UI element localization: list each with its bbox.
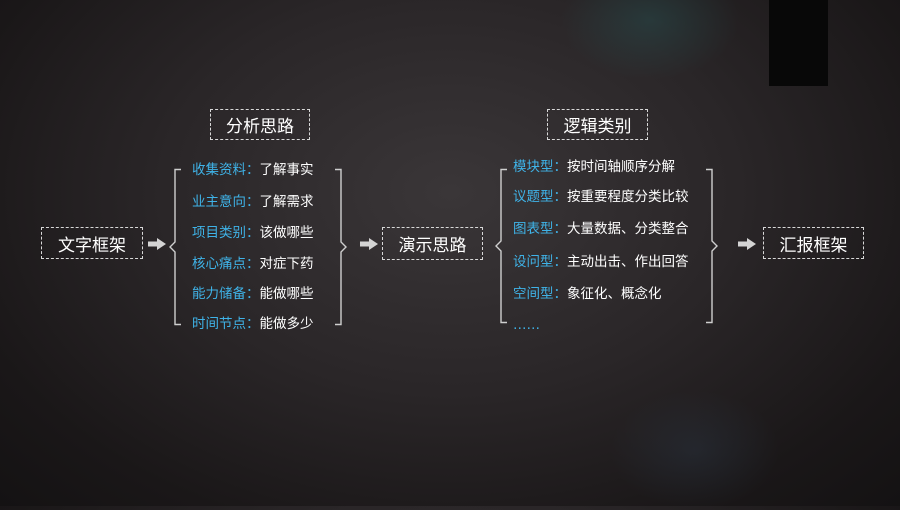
item-sep: ：: [246, 256, 260, 272]
item-value: 按时间轴顺序分解: [567, 159, 675, 175]
item-sep: ：: [553, 286, 568, 302]
list-item: 模块型：按时间轴顺序分解: [513, 158, 675, 176]
item-key: ……: [513, 317, 540, 333]
list-item: 空间型：象征化、概念化: [513, 285, 662, 303]
item-value: 了解需求: [259, 194, 314, 210]
item-key: 图表型: [513, 221, 554, 237]
item-key: 项目类别: [192, 225, 246, 241]
text-framework-box: 文字框架: [41, 227, 143, 259]
left-brace: [169, 168, 181, 326]
logic-category-title: 逻辑类别: [547, 109, 648, 140]
item-key: 设问型: [513, 254, 554, 270]
corner-block: [769, 0, 828, 86]
right-brace: [706, 168, 718, 324]
item-value: 能做多少: [259, 316, 314, 332]
item-key: 模块型: [513, 159, 554, 175]
list-item: ……: [513, 316, 540, 334]
list-item: 时间节点：能做多少: [192, 315, 314, 333]
item-value: 象征化、概念化: [567, 286, 662, 302]
arrow-right-icon: [360, 238, 378, 250]
item-value: 能做哪些: [259, 286, 314, 302]
list-item: 图表型：大量数据、分类整合: [513, 220, 689, 238]
item-sep: ：: [553, 189, 568, 205]
bg-glow-top: [560, 0, 740, 80]
item-key: 时间节点: [192, 316, 246, 332]
item-sep: ：: [553, 221, 568, 237]
list-item: 业主意向：了解需求: [192, 193, 314, 211]
item-value: 大量数据、分类整合: [567, 221, 689, 237]
analysis-title: 分析思路: [210, 109, 310, 140]
item-value: 主动出击、作出回答: [567, 254, 689, 270]
item-key: 议题型: [513, 189, 554, 205]
arrow-right-icon: [148, 238, 166, 250]
item-value: 对症下药: [259, 256, 314, 272]
item-sep: ：: [553, 254, 568, 270]
item-sep: ：: [246, 194, 260, 210]
item-sep: ：: [246, 162, 260, 178]
item-sep: ：: [246, 286, 260, 302]
list-item: 议题型：按重要程度分类比较: [513, 188, 689, 206]
arrow-right-icon: [738, 238, 756, 250]
item-value: 了解事实: [259, 162, 314, 178]
report-framework-box: 汇报框架: [763, 227, 864, 259]
list-item: 能力储备：能做哪些: [192, 285, 314, 303]
list-item: 设问型：主动出击、作出回答: [513, 253, 689, 271]
list-item: 核心痛点：对症下药: [192, 255, 314, 273]
item-key: 空间型: [513, 286, 554, 302]
item-key: 核心痛点: [192, 256, 246, 272]
item-key: 业主意向: [192, 194, 246, 210]
bg-glow-bottom: [610, 390, 780, 510]
list-item: 收集资料：了解事实: [192, 161, 314, 179]
list-item: 项目类别：该做哪些: [192, 224, 314, 242]
item-key: 收集资料: [192, 162, 246, 178]
item-value: 按重要程度分类比较: [567, 189, 689, 205]
item-sep: ：: [246, 225, 260, 241]
presentation-approach-box: 演示思路: [382, 227, 483, 260]
item-key: 能力储备: [192, 286, 246, 302]
left-brace: [495, 168, 507, 324]
item-sep: ：: [553, 159, 568, 175]
right-brace: [335, 168, 347, 326]
item-value: 该做哪些: [259, 225, 314, 241]
item-sep: ：: [246, 316, 260, 332]
